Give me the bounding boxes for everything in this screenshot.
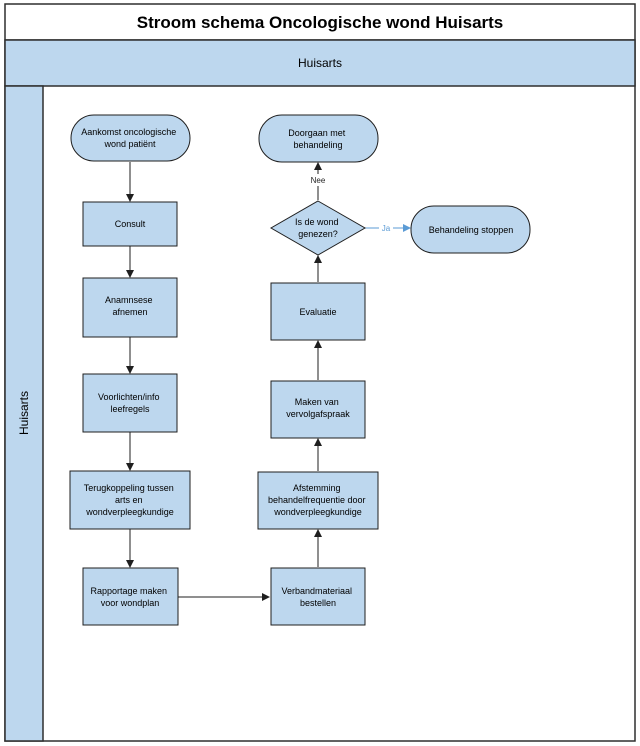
node-voorlichten: Voorlichten/info leefregels [82,373,178,433]
diagram-title: Stroom schema Oncologische wond Huisarts [137,13,504,32]
node-start: Aankomst oncologische wond patiënt [70,114,191,162]
node-evaluatie: Evaluatie [270,282,366,341]
process-shape [82,373,178,433]
node-verband: Verbandmateriaal bestellen [270,567,366,626]
process-shape [69,470,191,530]
process-shape [82,277,178,338]
process-shape [257,471,379,530]
decision-shape [269,200,367,256]
terminator-shape [70,114,191,162]
node-stoppen: Behandeling stoppen [410,205,531,254]
node-doorgaan-label: Doorgaan met behandeling [288,128,348,150]
pool-header [4,39,636,87]
node-anamnese-label: Anamnsese afnemen [105,295,155,317]
process-shape [82,567,179,626]
node-stoppen-label: Behandeling stoppen [429,225,514,235]
edge-label-no-bg [306,174,330,186]
process-shape [270,282,366,341]
edge-label-no: Nee [311,176,326,185]
terminator-shape [410,205,531,254]
node-afstemming-label: Afstemming behandelfrequentie door wondv… [268,483,368,517]
edge-label-yes: Ja [382,224,391,233]
lane-header [4,85,44,742]
node-terugkoppeling-label: Terugkoppeling tussen arts en wondverple… [84,483,177,517]
node-vervolg: Maken van vervolgafspraak [270,380,366,439]
edge-label-yes-bg [379,222,393,234]
node-consult-label: Consult [115,219,146,229]
node-afstemming: Afstemming behandelfrequentie door wondv… [257,471,379,530]
pool-header-label: Huisarts [298,56,342,70]
node-doorgaan: Doorgaan met behandeling [258,114,379,163]
node-evaluatie-label: Evaluatie [299,307,336,317]
process-shape [82,201,178,247]
node-rapportage-label: Rapportage maken voor wondplan [90,586,169,608]
node-terugkoppeling: Terugkoppeling tussen arts en wondverple… [69,470,191,530]
lane-label: Huisarts [17,391,31,435]
node-start-label: Aankomst oncologische wond patiënt [81,127,179,149]
node-decision-label: Is de wond genezen? [295,217,341,239]
node-voorlichten-label: Voorlichten/info leefregels [98,392,162,414]
node-anamnese: Anamnsese afnemen [82,277,178,338]
node-decision: Is de wond genezen? [269,200,367,256]
terminator-shape [258,114,379,163]
node-consult: Consult [82,201,178,247]
process-shape [270,567,366,626]
node-rapportage: Rapportage maken voor wondplan [82,567,179,626]
process-shape [270,380,366,439]
node-verband-label: Verbandmateriaal bestellen [281,586,354,608]
node-vervolg-label: Maken van vervolgafspraak [286,397,350,419]
